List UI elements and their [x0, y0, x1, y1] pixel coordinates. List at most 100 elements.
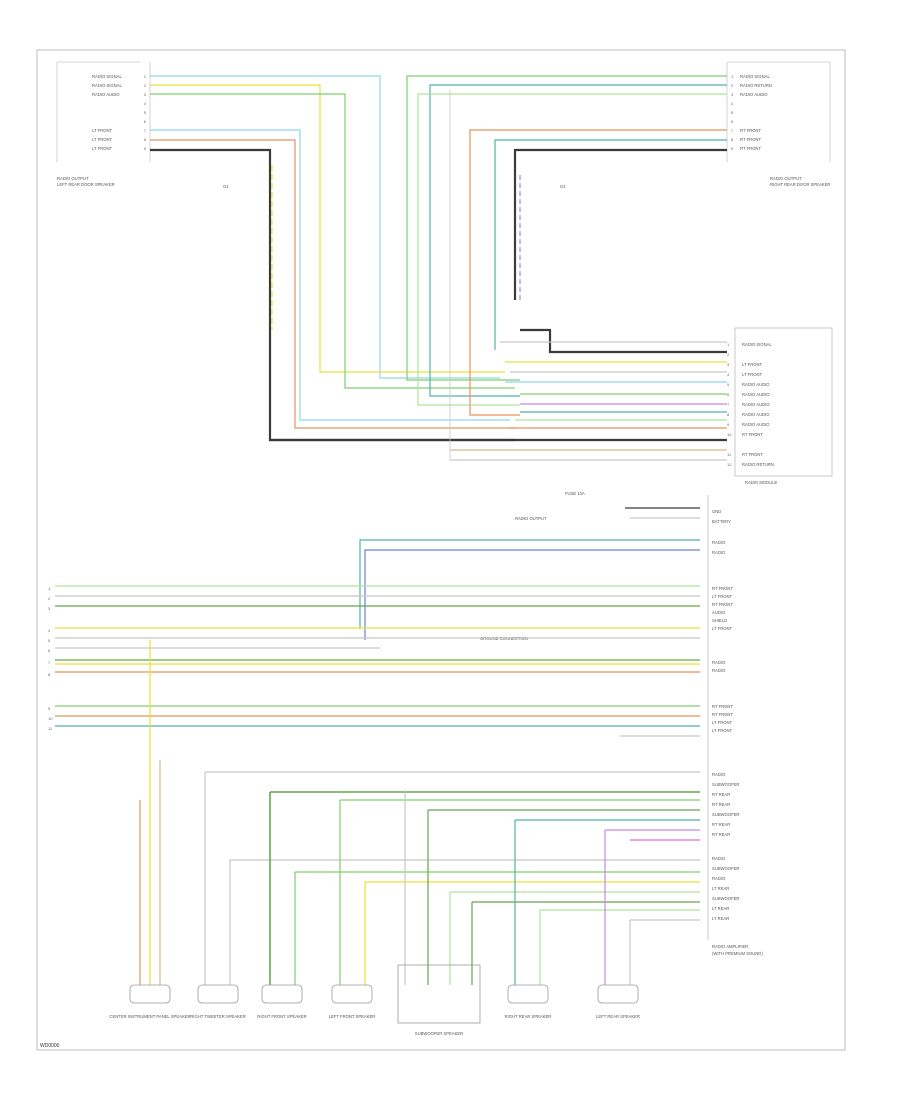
svg-text:3: 3: [731, 92, 734, 97]
svg-text:RADIO: RADIO: [712, 856, 726, 861]
svg-text:RADIO: RADIO: [712, 876, 726, 881]
left-rear-speaker: LEFT REAR SPEAKER: [596, 984, 640, 1019]
svg-text:1: 1: [144, 74, 147, 79]
svg-text:BATTERY: BATTERY: [712, 519, 731, 524]
svg-text:SUBWOOFER: SUBWOOFER: [712, 866, 739, 871]
top-left-wires: [150, 75, 515, 442]
svg-text:4: 4: [144, 101, 147, 106]
svg-text:4: 4: [48, 628, 51, 633]
svg-text:4: 4: [727, 372, 730, 377]
svg-text:RT FRONT: RT FRONT: [742, 432, 763, 437]
svg-text:AUDIO: AUDIO: [712, 610, 726, 615]
right-rear-speaker-name: RIGHT REAR SPEAKER: [505, 1014, 552, 1019]
svg-text:RADIO SIGNAL: RADIO SIGNAL: [740, 74, 770, 79]
svg-text:RT FRONT: RT FRONT: [742, 452, 763, 457]
svg-text:6: 6: [48, 648, 51, 653]
svg-text:7: 7: [48, 660, 51, 665]
svg-text:SUBWOOFER: SUBWOOFER: [712, 782, 739, 787]
svg-text:LT FRONT: LT FRONT: [742, 362, 763, 367]
svg-text:RADIO AUDIO: RADIO AUDIO: [740, 92, 768, 97]
svg-text:LT FRONT: LT FRONT: [92, 128, 113, 133]
svg-text:RT FRONT: RT FRONT: [740, 137, 761, 142]
left-rear-speaker-name: LEFT REAR SPEAKER: [596, 1014, 640, 1019]
svg-text:3: 3: [727, 362, 730, 367]
svg-text:12: 12: [727, 462, 732, 467]
amp-input-wires: [270, 90, 727, 461]
right-front-speaker-name: RIGHT FRONT SPEAKER: [257, 1014, 306, 1019]
diagram-code: WD0000: [40, 1043, 60, 1049]
svg-text:RADIO AUDIO: RADIO AUDIO: [92, 92, 120, 97]
connector-note: RADIO OUTPUT: [515, 516, 547, 521]
fuse-note: FUSE 10A: [565, 491, 585, 496]
svg-text:8: 8: [48, 672, 51, 677]
diagram-frame: [36, 49, 846, 1051]
top-right-wires: [406, 75, 727, 416]
svg-text:7: 7: [144, 128, 147, 133]
amplifier-name: RADIO AMPLIFIER: [712, 944, 748, 949]
svg-text:7: 7: [727, 402, 730, 407]
svg-text:RT REAR: RT REAR: [712, 832, 730, 837]
svg-text:LT FRONT: LT FRONT: [712, 720, 733, 725]
svg-text:7: 7: [731, 128, 734, 133]
svg-text:5: 5: [727, 382, 730, 387]
svg-text:SUBWOOFER: SUBWOOFER: [712, 896, 739, 901]
svg-text:2: 2: [731, 83, 734, 88]
svg-text:10: 10: [727, 432, 732, 437]
radio-module-top: 1 2 3 4 5 6 7 8 9 10 11 12 RADIO SIGNAL …: [727, 327, 833, 485]
svg-text:3: 3: [144, 92, 147, 97]
svg-text:LT FRONT: LT FRONT: [712, 594, 733, 599]
svg-text:1: 1: [48, 586, 51, 591]
svg-text:RT REAR: RT REAR: [712, 802, 730, 807]
right-front-speaker: RIGHT FRONT SPEAKER: [257, 984, 307, 1019]
left-connector-label: RADIO OUTPUT: [57, 176, 89, 181]
left-connector-name: LEFT REAR DOOR SPEAKER: [57, 182, 115, 187]
svg-text:6: 6: [144, 119, 147, 124]
left-rear-door-speaker-connector: 1 2 3 4 5 6 7 8 9 RADIO SIGNAL RADIO SIG…: [56, 61, 151, 187]
svg-text:RT FRONT: RT FRONT: [712, 704, 733, 709]
svg-text:9: 9: [48, 706, 51, 711]
svg-text:RADIO SIGNAL: RADIO SIGNAL: [92, 83, 122, 88]
center-speaker-name: CENTER INSTRUMENT PANEL SPEAKER: [109, 1014, 190, 1019]
svg-text:RT FRONT: RT FRONT: [712, 586, 733, 591]
right-tweeter-name: RIGHT TWEETER SPEAKER: [190, 1014, 245, 1019]
svg-text:RADIO SIGNAL: RADIO SIGNAL: [742, 342, 772, 347]
svg-text:LT FRONT: LT FRONT: [92, 137, 113, 142]
left-front-speaker-name: LEFT FRONT SPEAKER: [329, 1014, 376, 1019]
splice-mid-label: G2: [560, 184, 566, 189]
left-front-speaker: LEFT FRONT SPEAKER: [329, 984, 376, 1019]
svg-text:8: 8: [144, 137, 147, 142]
right-connector-label: RADIO OUTPUT: [770, 176, 802, 181]
svg-text:RADIO AUDIO: RADIO AUDIO: [742, 412, 770, 417]
svg-text:5: 5: [48, 638, 51, 643]
svg-text:11: 11: [48, 726, 53, 731]
left-side-pins: 1 2 3 4 5 6 7 8 9 10 11: [48, 586, 53, 731]
svg-text:RADIO AUDIO: RADIO AUDIO: [742, 422, 770, 427]
svg-text:LT FRONT: LT FRONT: [742, 372, 763, 377]
svg-text:RADIO AUDIO: RADIO AUDIO: [742, 402, 770, 407]
svg-text:6: 6: [727, 392, 730, 397]
svg-text:LT REAR: LT REAR: [712, 916, 729, 921]
svg-text:9: 9: [731, 146, 734, 151]
svg-text:RADIO: RADIO: [712, 668, 726, 673]
svg-text:RADIO AUDIO: RADIO AUDIO: [742, 392, 770, 397]
svg-text:RT REAR: RT REAR: [712, 822, 730, 827]
svg-text:RADIO SIGNAL: RADIO SIGNAL: [92, 74, 122, 79]
svg-text:RADIO AUDIO: RADIO AUDIO: [742, 382, 770, 387]
speaker-wires: [139, 640, 700, 985]
svg-text:RT FRONT: RT FRONT: [712, 712, 733, 717]
svg-text:RADIO RETURN: RADIO RETURN: [740, 83, 772, 88]
svg-text:1: 1: [731, 74, 734, 79]
svg-text:RADIO: RADIO: [712, 540, 726, 545]
svg-text:RADIO: RADIO: [712, 550, 726, 555]
splice-top-label: G1: [223, 184, 229, 189]
svg-text:RADIO RETURN: RADIO RETURN: [742, 462, 774, 467]
svg-text:SHIELD: SHIELD: [712, 618, 727, 623]
svg-text:LT FRONT: LT FRONT: [712, 626, 733, 631]
svg-text:8: 8: [727, 412, 730, 417]
svg-text:5: 5: [144, 110, 147, 115]
svg-text:2: 2: [48, 596, 51, 601]
svg-text:6: 6: [731, 119, 734, 124]
right-tweeter-speaker: RIGHT TWEETER SPEAKER: [190, 984, 246, 1019]
svg-text:LT FRONT: LT FRONT: [712, 728, 733, 733]
